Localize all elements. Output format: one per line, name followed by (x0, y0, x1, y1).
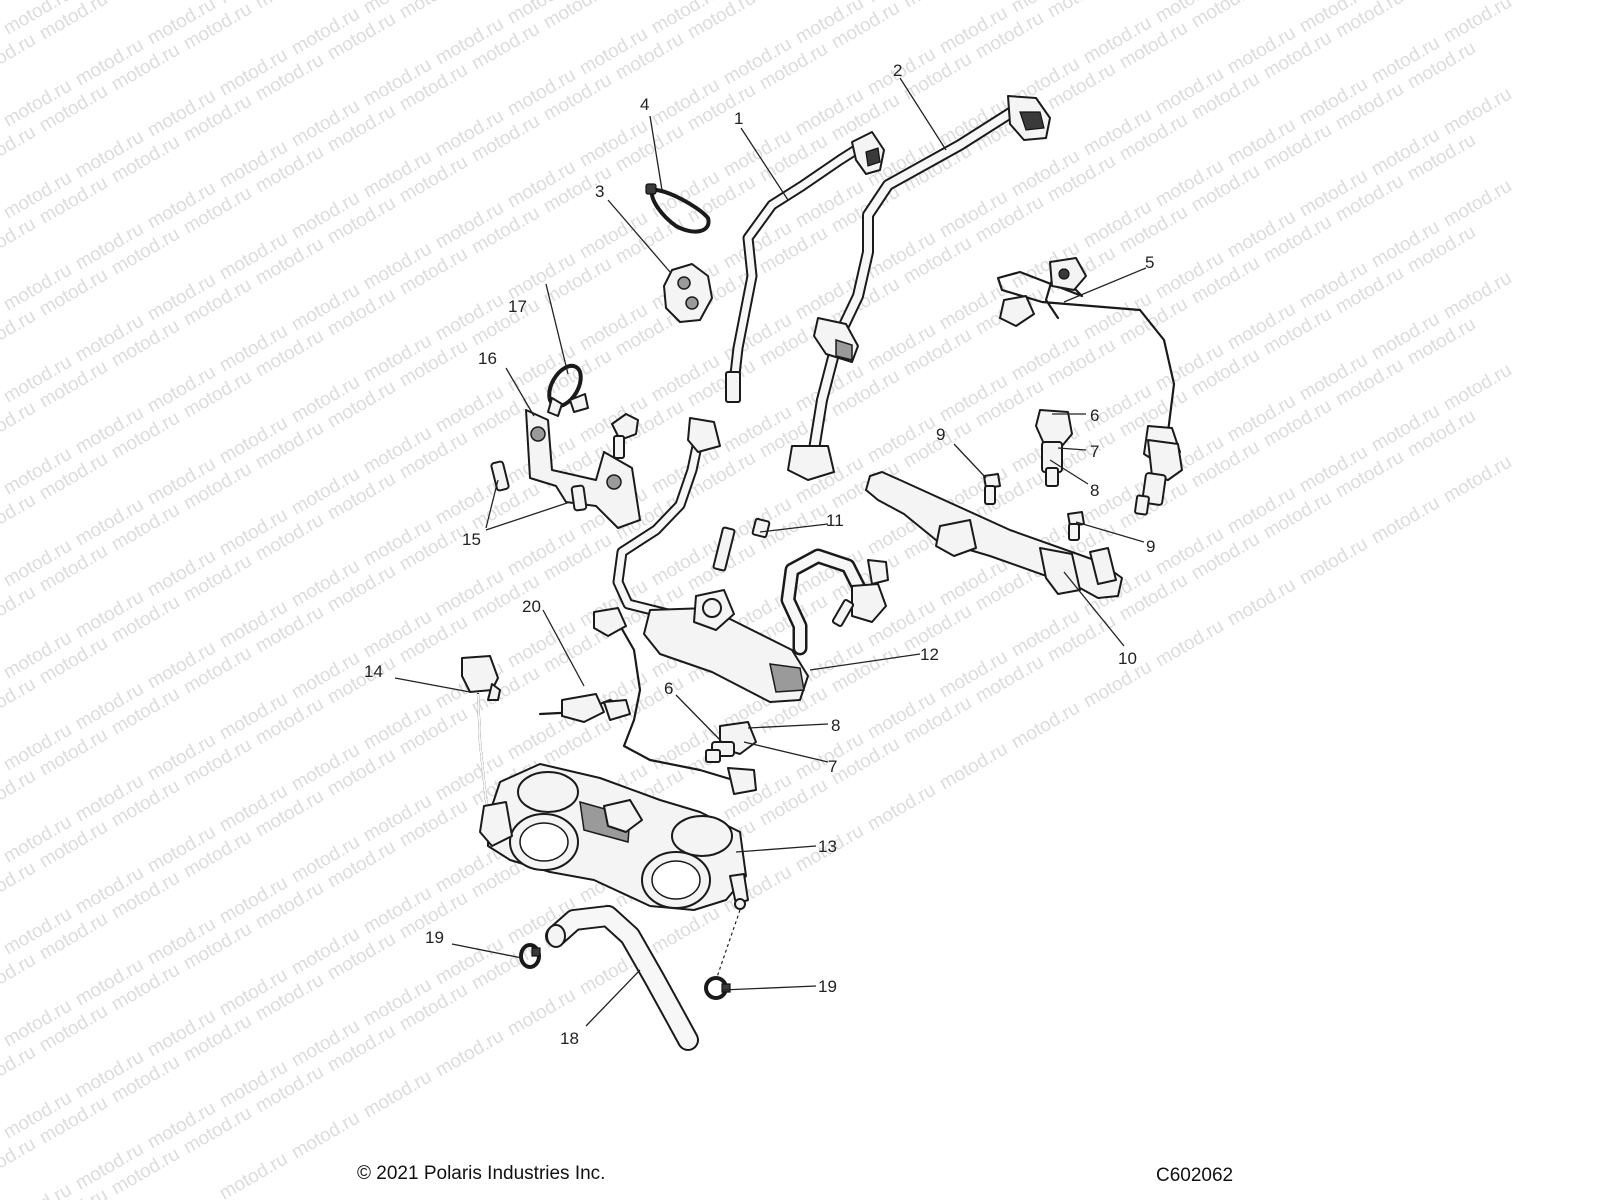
fastener (611, 413, 639, 459)
callout-labels: 1 2 3 4 5 6 6 7 7 8 8 9 9 10 11 12 13 14… (364, 61, 1155, 1048)
pin-15b (570, 484, 588, 512)
injector-lower (705, 721, 757, 763)
callout-5: 5 (1145, 253, 1154, 272)
callout-8a: 8 (1090, 481, 1099, 500)
callout-9b: 9 (1146, 537, 1155, 556)
callout-7b: 7 (828, 757, 837, 776)
fuel-hose-1 (725, 131, 885, 403)
callout-6a: 6 (1090, 406, 1099, 425)
hose-18 (545, 905, 699, 1051)
fuel-hose-2 (787, 95, 1051, 481)
callout-12: 12 (920, 645, 939, 664)
bolt-9a (983, 473, 1001, 505)
callout-9a: 9 (936, 425, 945, 444)
callout-11: 11 (826, 511, 844, 530)
sensor-14 (461, 655, 501, 818)
callout-15: 15 (462, 530, 481, 549)
leader-lines (394, 77, 1147, 1027)
callout-18: 18 (560, 1029, 579, 1048)
injector-harness-5 (996, 257, 1181, 465)
hose-clamp-19b (704, 976, 731, 1000)
callout-19b: 19 (818, 977, 837, 996)
callout-19a: 19 (425, 928, 444, 947)
callout-6b: 6 (664, 679, 673, 698)
hose-clamp-19a (519, 943, 541, 969)
callout-4: 4 (640, 95, 649, 114)
fuel-rail-12 (643, 548, 889, 703)
callout-10: 10 (1118, 649, 1137, 668)
fuel-feed-line (612, 417, 721, 620)
throttle-body-13 (479, 763, 749, 911)
callout-14: 14 (364, 662, 383, 681)
callout-20: 20 (522, 597, 541, 616)
callout-3: 3 (595, 182, 604, 201)
callout-13: 13 (818, 837, 837, 856)
copyright-notice: © 2021 Polaris Industries Inc. (357, 1163, 606, 1184)
pin-15a (490, 460, 510, 492)
cable-tie-4 (645, 183, 711, 234)
callout-16: 16 (478, 349, 497, 368)
injector-right (1134, 439, 1183, 516)
callout-1: 1 (734, 109, 743, 128)
bolt-11 (712, 517, 771, 572)
throttle-harness-20 (538, 607, 757, 795)
figure-id: C602062 (1156, 1165, 1234, 1186)
bracket-16 (525, 397, 641, 529)
callout-17: 17 (508, 297, 527, 316)
fuel-rail-10 (865, 471, 1123, 599)
callout-7a: 7 (1090, 442, 1099, 461)
grommet-3 (663, 263, 713, 323)
callout-2: 2 (893, 61, 902, 80)
callout-8b: 8 (831, 716, 840, 735)
bolt-9b (1067, 511, 1085, 541)
assembly-guide-line (715, 909, 741, 981)
